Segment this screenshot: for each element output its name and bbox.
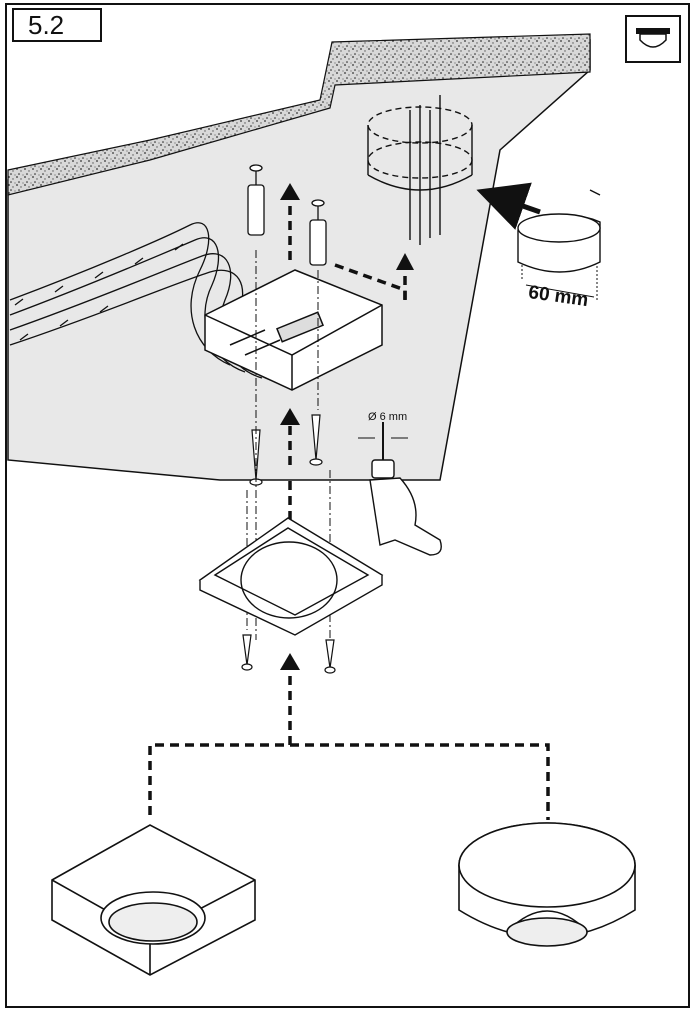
flush-mount-box bbox=[367, 95, 473, 245]
insert-arrow bbox=[476, 182, 541, 230]
ceiling-texture-edge bbox=[7, 33, 591, 196]
arrowheads bbox=[280, 183, 414, 670]
dimension-lines bbox=[521, 265, 598, 300]
wall-plug bbox=[247, 164, 327, 266]
drill-diameter-label: Ø 6 mm bbox=[368, 411, 408, 423]
mounting-base bbox=[204, 269, 383, 391]
drill-icon bbox=[358, 422, 442, 556]
sensor-module bbox=[198, 517, 384, 636]
round-cover bbox=[458, 822, 636, 947]
square-cover bbox=[51, 824, 256, 976]
step-number: 5.2 bbox=[12, 8, 102, 42]
ceiling-mount-sensor-icon bbox=[625, 15, 681, 63]
mounting-screws bbox=[241, 414, 336, 674]
